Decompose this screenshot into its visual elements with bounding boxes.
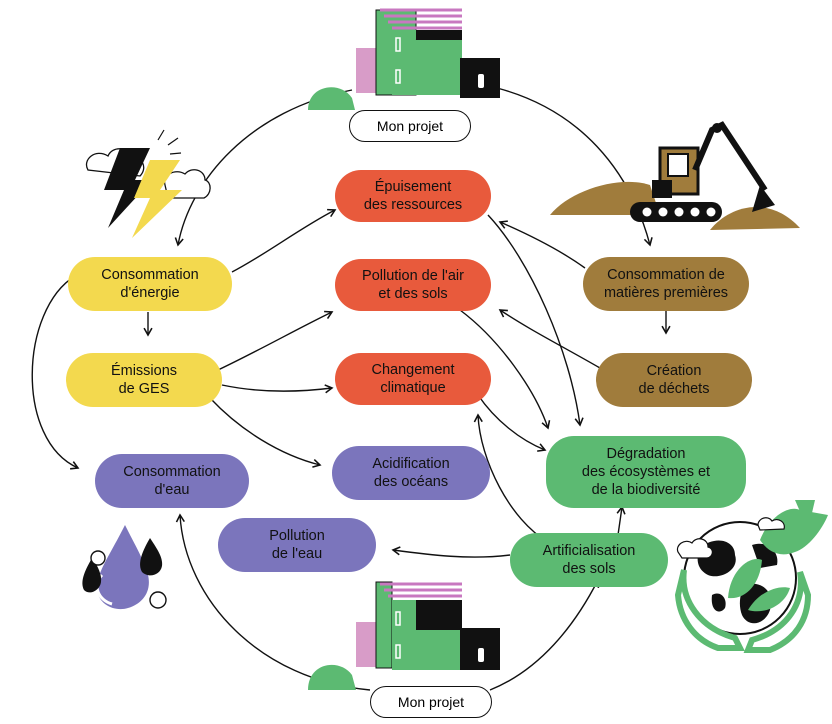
node-line: Consommation de (607, 266, 725, 283)
node-pollution-eau: Pollution de l'eau (218, 518, 376, 572)
arrow-bottom-project-to-artif (489, 578, 600, 691)
arrow-project-to-materials (496, 87, 653, 247)
arrow-artif-to-degradation (616, 505, 626, 536)
node-artificialisation-sols: Artificialisation des sols (510, 533, 668, 587)
node-line: d'eau (154, 482, 190, 498)
arrow-emissions-to-air (217, 310, 334, 371)
arrow-artif-to-water-pollution (391, 546, 511, 558)
node-line: des océans (373, 474, 449, 490)
bottom-project-text: Mon projet (397, 694, 465, 710)
node-line: Changement (371, 361, 455, 378)
top-project-label: Mon projet (349, 110, 471, 142)
building-icon (308, 8, 500, 110)
node-line: Consommation (123, 463, 221, 480)
node-creation-dechets: Création de déchets (596, 353, 752, 407)
arrow-energy-to-water (31, 275, 80, 470)
bottom-project-label: Mon projet (370, 686, 492, 718)
building-icon-bottom (308, 581, 500, 690)
connector-arrows (31, 87, 671, 691)
node-line: Artificialisation (542, 542, 636, 559)
arrow-materials-to-epuisement (498, 220, 586, 269)
arrow-energy-to-epuisement (231, 208, 337, 273)
node-line: Pollution (269, 527, 325, 544)
node-emissions-ges: Émissions de GES (66, 353, 222, 407)
node-line: de déchets (638, 381, 710, 397)
arrow-air-to-degradation (459, 309, 551, 430)
node-line: des ressources (363, 197, 463, 213)
node-line: de GES (118, 381, 170, 397)
node-pollution-air-sols: Pollution de l'air et des sols (335, 259, 491, 311)
node-line: et des sols (378, 286, 448, 302)
node-line: d'énergie (120, 285, 180, 301)
node-line: Épuisement (374, 178, 452, 195)
lightning-cloud-icon (85, 129, 211, 238)
arrow-climate-to-degradation (477, 394, 547, 452)
arrow-project-to-energy (174, 89, 353, 247)
node-line: des écosystèmes et (581, 463, 711, 480)
node-line: Consommation (101, 266, 199, 283)
node-line: Création (646, 362, 702, 379)
node-line: de l'eau (271, 546, 323, 562)
node-consommation-matieres: Consommation de matières premières (583, 257, 749, 311)
top-project-text: Mon projet (376, 118, 444, 134)
node-consommation-energie: Consommation d'énergie (68, 257, 232, 311)
arrow-waste-to-air (498, 309, 601, 369)
node-line: Pollution de l'air (362, 267, 464, 284)
earth-hands-icon (674, 500, 828, 653)
node-line: Dégradation (606, 445, 686, 462)
node-epuisement-ressources: Épuisement des ressources (335, 170, 491, 222)
node-line: des sols (562, 561, 616, 577)
node-line: Acidification (372, 455, 450, 472)
arrow-artif-to-climate (473, 413, 549, 543)
node-line: de la biodiversité (591, 482, 701, 499)
node-changement-climatique: Changement climatique (335, 353, 491, 405)
water-drop-icon (82, 525, 167, 610)
excavator-icon (550, 121, 800, 230)
node-line: matières premières (603, 285, 729, 301)
arrow-epuisement-to-degradation (487, 214, 584, 427)
arrow-emissions-to-acid (209, 397, 322, 468)
node-line: climatique (380, 380, 446, 396)
arrow-emissions-to-climate (221, 384, 334, 394)
node-acidification: Acidification des océans (332, 446, 490, 500)
node-consommation-eau: Consommation d'eau (95, 454, 249, 508)
node-line: Émissions (110, 362, 178, 379)
